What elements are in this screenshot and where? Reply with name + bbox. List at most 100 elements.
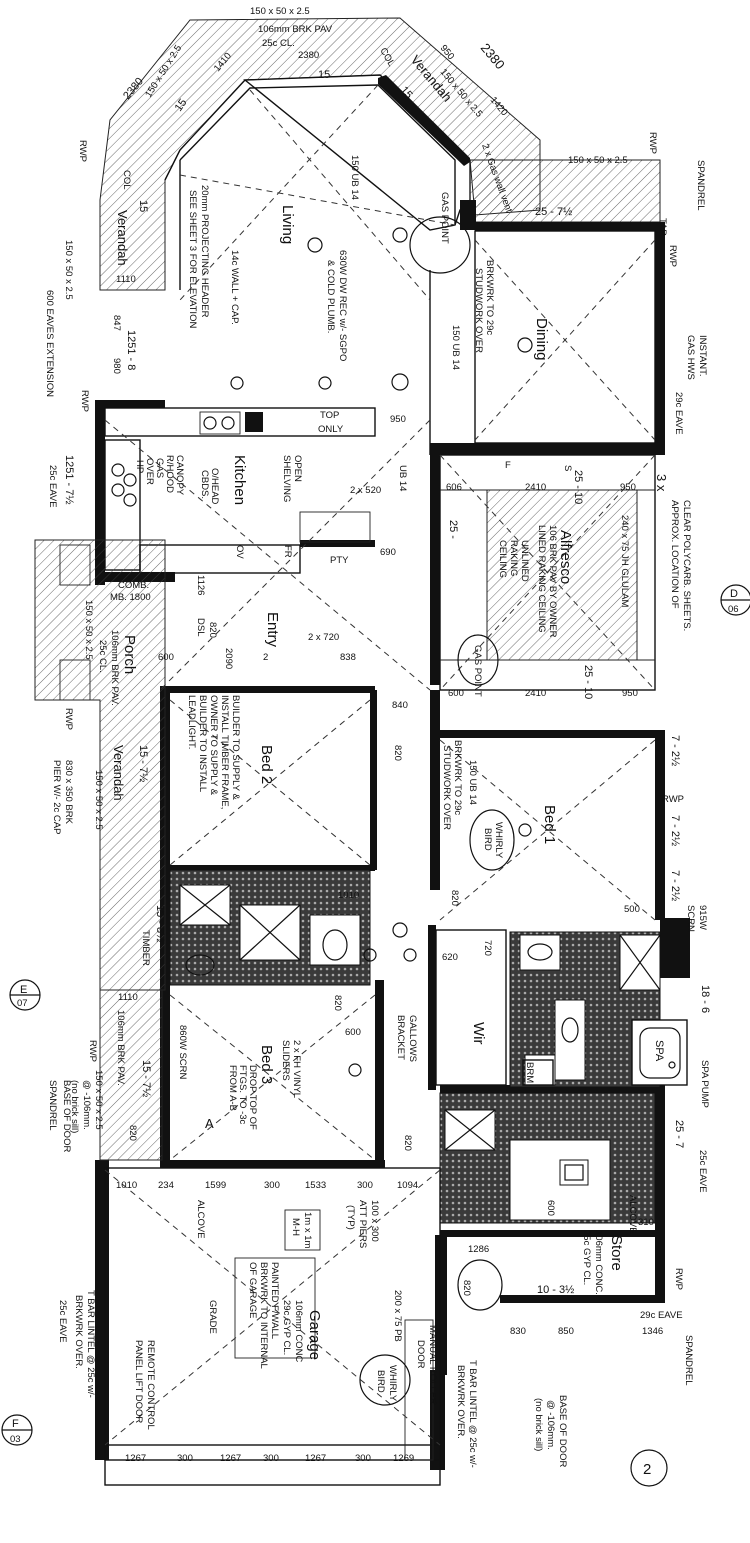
dim-1010-g: 1010 [116, 1180, 137, 1191]
ceiling-lines [104, 84, 656, 1446]
mh-2: M-H [290, 1218, 301, 1236]
scrn-860: 860W SCRN [177, 1025, 188, 1080]
dim-500: 500 [624, 904, 640, 915]
builder-note-3: OWNER TO SUPPLY & [208, 695, 219, 796]
beam-150ub14-b: 150 UB 14 [450, 325, 461, 370]
beam-ub14-c: UB 14 [397, 465, 408, 491]
dim-1269: 1269 [393, 1453, 414, 1464]
builder-note-4: BUILDER TO INSTALL [197, 695, 208, 792]
gas-hp: GAS [154, 458, 165, 478]
deg-15-7-bed3: 15 - 7½ [140, 1060, 152, 1097]
dim-2x720: 2 x 720 [308, 632, 339, 643]
dim-950-mid: 950 [390, 414, 406, 425]
see-sheet: SEE SHEET 3 FOR ELEVATION [187, 190, 198, 328]
deg-25-10-bot: 25 - 10 [582, 665, 594, 699]
section-f: F [12, 1418, 19, 1430]
dim-820-bed3c: 820 [127, 1125, 138, 1141]
open-shelving-2: SHELVING [281, 455, 292, 502]
verandah-right-top [469, 159, 661, 223]
left-beam: 150 x 50 x 2.5 [63, 240, 74, 300]
gas-point-markers [359, 216, 515, 1406]
dim-300-b: 300 [357, 1180, 373, 1191]
store-ceil: 25c GYP CL. [581, 1230, 592, 1285]
deg-7-2-a: 7 - 2½ [669, 735, 681, 766]
rwp-bed1: RWP [662, 794, 684, 805]
mb-1800: MB. 1800 [110, 592, 151, 603]
door: DOOR [415, 1340, 426, 1369]
brick-sill-a: (no brick sill) [69, 1080, 80, 1133]
rwp-top-left: RWP [77, 140, 88, 162]
deg-18-6: 18 - 6 [699, 985, 711, 1013]
dim-620: 620 [442, 952, 458, 963]
bird-a: BIRD [482, 828, 493, 851]
point-a: A [205, 1116, 214, 1131]
unlined-raking: UNLINED [519, 540, 530, 582]
spandrel-left: SPANDREL [47, 1080, 58, 1131]
base-door-a: @ -106mm. [81, 1080, 92, 1130]
spa-pump: SPA PUMP [699, 1060, 710, 1108]
rwp-store: RWP [673, 1268, 684, 1290]
eave-29c-b: 29c EAVE [640, 1310, 683, 1321]
col-left: COL [121, 170, 132, 190]
dim-720: 720 [482, 940, 493, 956]
garage-conc: 106mm CONC [293, 1300, 304, 1362]
base-door-b2: @ -106mm. [545, 1400, 556, 1450]
base-of-door-a: BASE OF DOOR [61, 1080, 72, 1152]
verandah-left: Verandah [115, 210, 130, 266]
dim-820-bed1: 820 [449, 890, 460, 906]
kitchen-label: Kitchen [231, 455, 248, 505]
beam-150ub14-d: 150 UB 14 [467, 760, 478, 805]
drop-top: DROP TOP OF [247, 1065, 258, 1130]
approx-loc: APPROX. LOCATION OF [669, 500, 680, 609]
section-d: D [730, 588, 738, 600]
dim-1110-a: 1110 [116, 274, 136, 285]
bird-b: BIRD [375, 1370, 386, 1393]
dim-830: 830 [510, 1326, 526, 1337]
open-shelving: OPEN [292, 455, 303, 482]
over-hp: OVER [144, 458, 155, 485]
clear-poly: CLEAR POLYCARB. SHEETS. [681, 500, 692, 631]
timber: TIMBER [140, 930, 151, 966]
glulam: 240 x 75 JH GLULAM [619, 515, 630, 607]
eave-25c-right: 25c EAVE [697, 1150, 708, 1193]
tbar-right-2: BRKWRK OVER. [455, 1365, 466, 1439]
dim-1599: 1599 [205, 1180, 226, 1191]
dining-outline [429, 230, 656, 455]
rwp-top-right: RWP [647, 132, 658, 154]
verandah-top-ceil: 25c CL. [262, 38, 295, 49]
eave-25c-left: 25c EAVE [47, 465, 58, 508]
deg-15-7-porch: 15 - 7½ [137, 745, 149, 782]
dim-2380-inner: 2380 [298, 50, 319, 61]
gas-hws: GAS HWS [685, 335, 696, 380]
brm: BRM [524, 1062, 535, 1083]
grade: GRADE [207, 1300, 218, 1334]
deg-25-10-top: 25 - 10 [572, 470, 584, 504]
wir-outline [435, 929, 554, 1086]
dim-847: 847 [111, 315, 122, 331]
spandrel-right: SPANDREL [683, 1335, 694, 1386]
from-ab: FROM A-B [227, 1065, 238, 1111]
manual-roller: MANUAL ROLLER [427, 1325, 438, 1405]
alcove-garage: ALCOVE [195, 1200, 206, 1239]
dim-820-bed3a: 820 [332, 995, 343, 1011]
hw-630: 630W DW REC w/- SGPO [337, 250, 348, 361]
dim-300-a: 300 [264, 1180, 280, 1191]
dim-1110-b: 1110 [118, 992, 138, 1003]
scrn-915: 915W [697, 905, 708, 930]
bed3-label: Bed 3 [258, 1045, 275, 1084]
verandah-15-top: 15 [318, 69, 330, 81]
piers-2: ATT PIERS [357, 1200, 368, 1248]
eaves-ext: 600 EAVES EXTENSION [44, 290, 55, 397]
deg-25-left: 25 - [447, 520, 459, 539]
dim-1126: 1126 [195, 575, 206, 595]
section-markers [1, 584, 750, 1487]
deg-1251-7: 1251 - 7½ [63, 455, 75, 505]
dim-300-d: 300 [263, 1453, 279, 1464]
builder-note-1: BUILDER TO SUPPLY & [230, 695, 241, 801]
dim-950-alf: 950 [620, 482, 636, 493]
dim-600-porch: 600 [158, 652, 174, 663]
s-label: S [562, 465, 573, 471]
eave-25c-gl: 25c EAVE [57, 1300, 68, 1343]
dim-310: 310 [638, 1217, 654, 1228]
store-conc: 106mm CONC. [593, 1230, 604, 1295]
